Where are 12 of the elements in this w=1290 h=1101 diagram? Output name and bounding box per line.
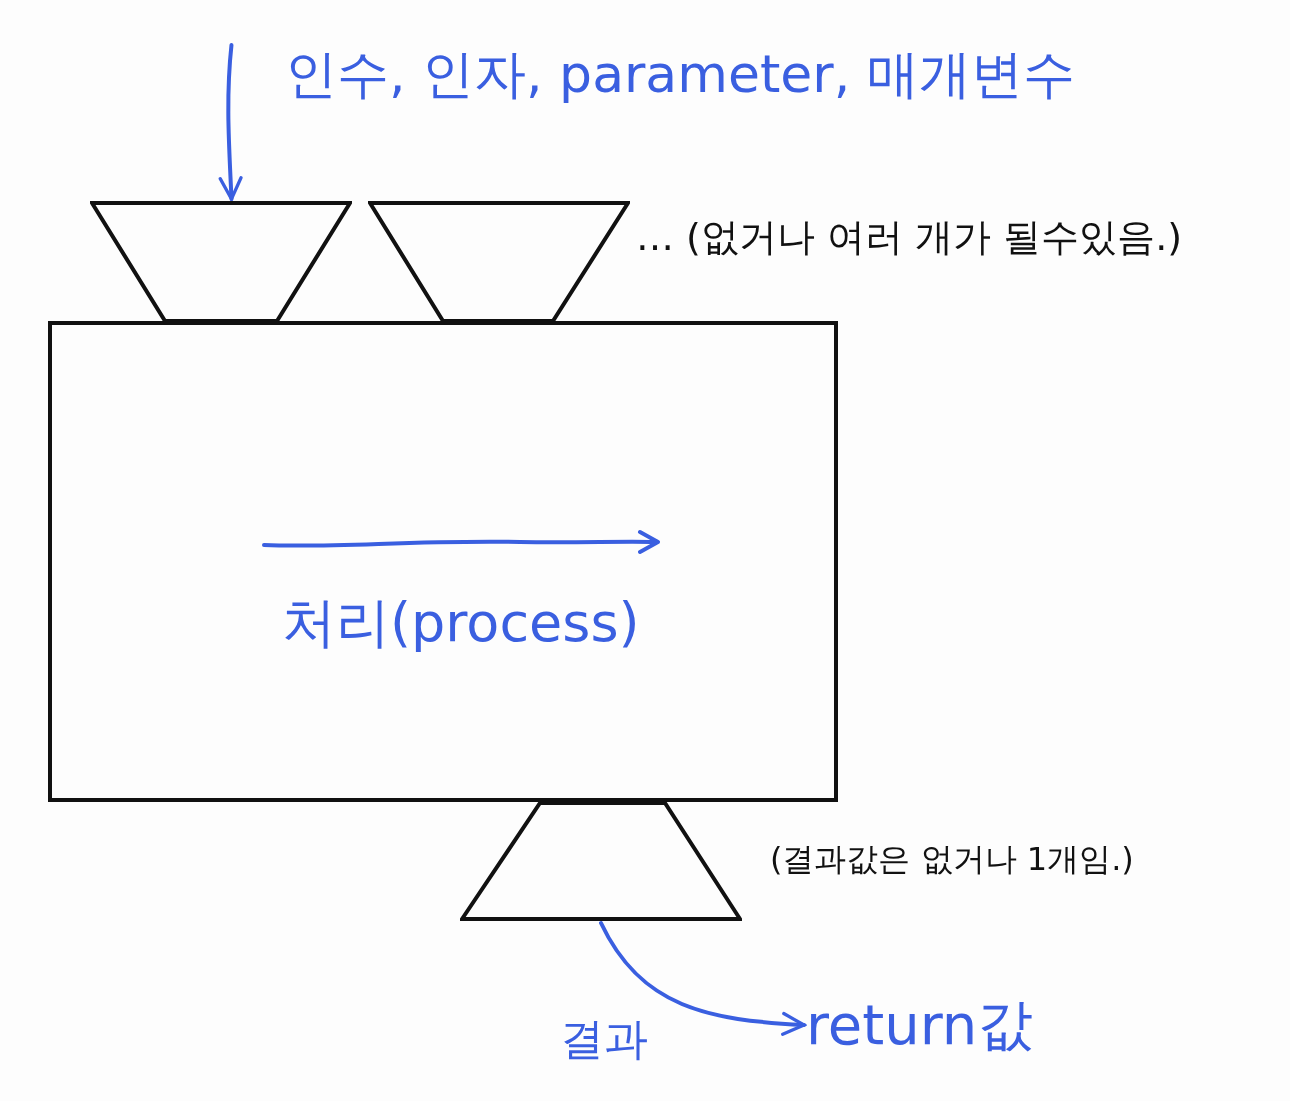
process-label: 처리(process) (282, 590, 640, 656)
result-label: return값 (806, 991, 1034, 1059)
funnel-shape (90, 201, 352, 323)
annotation: … (없거나 여러 개가 될수있음.) (636, 214, 1183, 261)
annotation: (결과값은 없거나 1개임.) (770, 839, 1134, 880)
result-caption: 결과 (560, 1012, 648, 1066)
process-box (48, 321, 838, 802)
arrow (599, 921, 806, 1036)
funnel-shape (368, 201, 630, 323)
arrow (218, 43, 243, 201)
parameter-label: 인수, 인자, parameter, 매개변수 (285, 43, 1075, 106)
funnel-shape (460, 801, 742, 921)
